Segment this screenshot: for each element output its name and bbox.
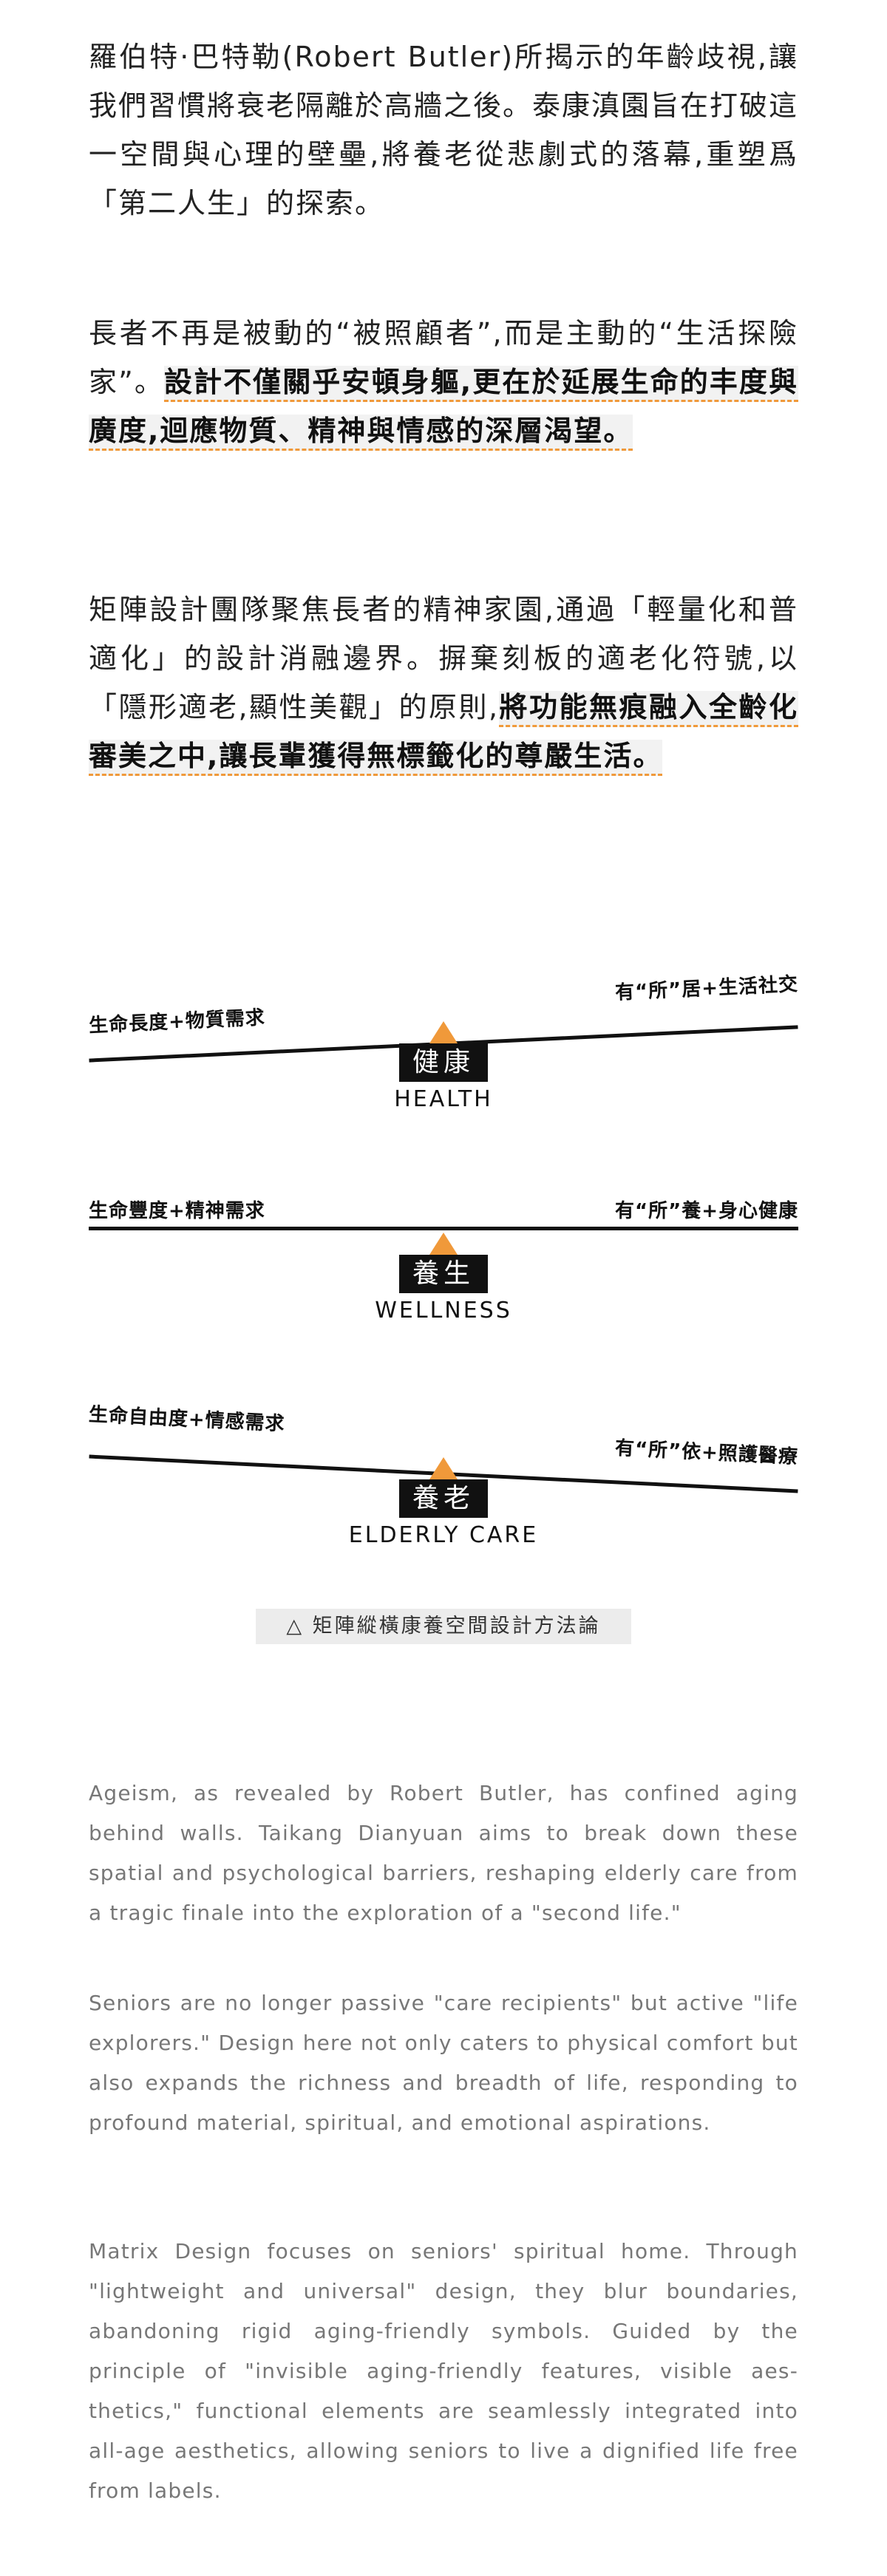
zh-paragraph-3-text: 矩陣設計團隊聚焦長者的精神家園,通過「輕量化和普適化」的設計消融邊界。摒棄刻板的…	[89, 593, 798, 723]
badge-label: 養老	[399, 1479, 488, 1518]
en-paragraph-3: Matrix Design focuses on seniors' spirit…	[89, 2239, 798, 2503]
zh-paragraph-2: 長者不再是被動的“被照顧者”,而是主動的“生活探險家”。設計不僅關乎安頓身軀,更…	[89, 309, 798, 455]
right-label: 有“所”依+照護醫療	[614, 1437, 799, 1469]
english-label: WELLNESS	[375, 1298, 512, 1323]
zh-paragraph-1-text: 羅伯特·巴特勒(Robert Butler)所揭示的年齡歧視,讓我們習慣將衰老隔…	[89, 41, 799, 219]
left-label: 生命自由度+情感需求	[88, 1403, 286, 1436]
triangle-fulcrum-icon	[429, 1233, 458, 1255]
diagram-caption: △ 矩陣縱橫康養空間設計方法論	[256, 1609, 631, 1644]
english-label: HEALTH	[394, 1086, 493, 1112]
badge-label: 養生	[399, 1255, 488, 1293]
triangle-fulcrum-icon	[429, 1021, 458, 1043]
english-label: ELDERLY CARE	[348, 1522, 539, 1548]
zh-paragraph-3: 矩陣設計團隊聚焦長者的精神家園,通過「輕量化和普適化」的設計消融邊界。摒棄刻板的…	[89, 585, 798, 780]
left-label: 生命長度+物質需求	[88, 1006, 266, 1037]
en-paragraph-2: Seniors are no longer passive "care reci…	[89, 1991, 798, 2135]
en-paragraph-1: Ageism, as revealed by Robert Butler, ha…	[89, 1781, 798, 1925]
balance-beam	[89, 1227, 798, 1230]
right-label: 有“所”居+生活社交	[614, 973, 799, 1004]
right-label: 有“所”養+身心健康	[615, 1200, 798, 1222]
zh-paragraph-1: 羅伯特·巴特勒(Robert Butler)所揭示的年齡歧視,讓我們習慣將衰老隔…	[89, 33, 798, 228]
left-label: 生命豐度+精神需求	[89, 1200, 265, 1222]
badge-label: 健康	[399, 1043, 488, 1082]
zh-paragraph-2-highlight: 設計不僅關乎安頓身軀,更在於延展生命的丰度與廣度,迴應物質、精神與情感的深層渴望…	[89, 366, 798, 451]
zh-paragraph-2-text: 長者不再是被動的“被照顧者”,而是主動的“生活探險家”。	[89, 317, 798, 398]
triangle-fulcrum-icon	[429, 1457, 458, 1479]
